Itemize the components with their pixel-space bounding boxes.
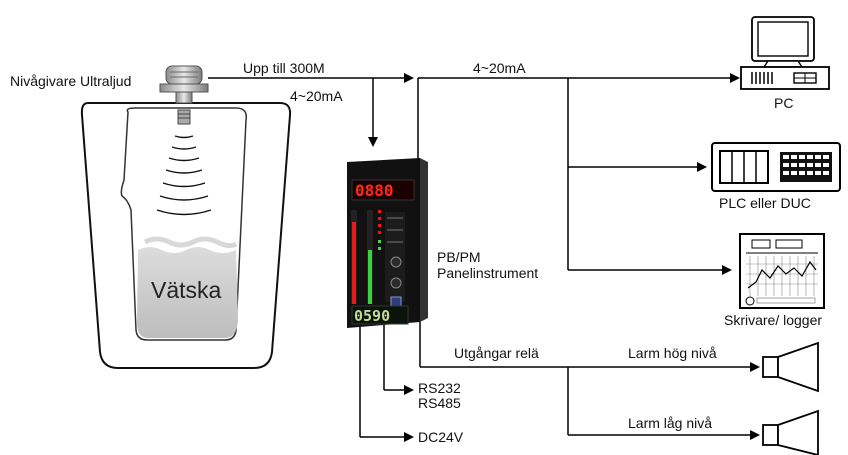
pc-label: PC bbox=[774, 95, 793, 111]
alarm-low-label: Larm låg nivå bbox=[628, 415, 712, 431]
plc-label: PLC eller DUC bbox=[719, 195, 811, 211]
left-button-icon bbox=[390, 277, 402, 289]
signal-label-left: 4~20mA bbox=[290, 88, 343, 104]
signal-label-top: 4~20mA bbox=[473, 60, 526, 76]
display-bottom: 0590 bbox=[354, 307, 390, 325]
tank-icon bbox=[80, 102, 292, 369]
panel-label-line2: Panelinstrument bbox=[437, 265, 538, 281]
rs232-label: RS232 bbox=[418, 380, 461, 396]
display-top: 0880 bbox=[355, 181, 394, 200]
range-label: Upp till 300M bbox=[243, 60, 325, 76]
plc-icon bbox=[711, 142, 841, 192]
ultrasonic-sensor-icon bbox=[159, 65, 209, 125]
panel-instrument-icon: 0880 0590 bbox=[347, 158, 428, 328]
rs485-label: RS485 bbox=[418, 395, 461, 411]
logger-label: Skrivare/ logger bbox=[724, 312, 822, 328]
relay-label: Utgångar relä bbox=[454, 345, 539, 361]
liquid-label: Vätska bbox=[151, 277, 222, 303]
up-button-icon bbox=[390, 256, 402, 268]
horn-speaker-icon bbox=[762, 341, 819, 393]
panel-label-line1: PB/PM bbox=[437, 249, 481, 265]
pc-icon bbox=[740, 16, 830, 90]
chart-recorder-icon bbox=[739, 233, 825, 309]
horn-speaker-icon bbox=[762, 409, 819, 455]
power-label: DC24V bbox=[418, 429, 464, 445]
sound-waves bbox=[156, 135, 212, 216]
sensor-label: Nivågivare Ultraljud bbox=[10, 73, 131, 89]
connection-lines bbox=[208, 73, 760, 442]
indicator-leds bbox=[378, 210, 381, 234]
alarm-high-label: Larm hög nivå bbox=[628, 345, 717, 361]
